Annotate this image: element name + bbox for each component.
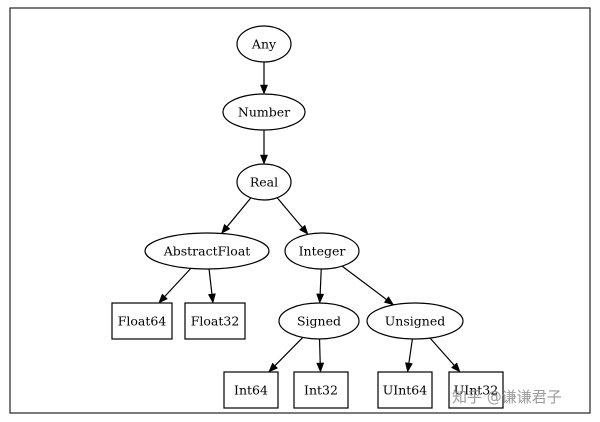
node-int32: Int32 — [293, 371, 349, 409]
node-ellipse — [278, 302, 360, 340]
node-label: Any — [251, 37, 277, 52]
node-box — [184, 302, 246, 340]
edge-line — [319, 268, 322, 295]
arrowhead-icon — [158, 293, 168, 304]
node-ellipse — [236, 25, 292, 63]
node-int64: Int64 — [223, 371, 279, 409]
edge-any-to-number — [260, 62, 268, 95]
edge-line — [408, 338, 413, 364]
edge-integer-to-signed — [316, 268, 325, 304]
node-label: Integer — [299, 244, 346, 259]
edge-line — [208, 268, 213, 295]
node-label: Unsigned — [385, 314, 445, 329]
arrowhead-icon — [299, 224, 309, 235]
edge-unsigned-to-uint32 — [429, 337, 461, 373]
node-box — [293, 371, 349, 409]
edge-line — [276, 197, 303, 228]
node-number: Number — [222, 93, 306, 131]
node-label: UInt32 — [454, 383, 498, 398]
node-box — [377, 371, 433, 409]
arrowhead-icon — [316, 362, 325, 373]
edge-line — [429, 337, 455, 366]
node-label: Int32 — [304, 383, 338, 398]
node-real: Real — [236, 163, 292, 201]
arrowhead-icon — [316, 293, 325, 304]
node-uint32: UInt32 — [448, 371, 504, 409]
node-unsigned: Unsigned — [366, 302, 464, 340]
node-ellipse — [236, 163, 292, 201]
watermark-text: 知乎 @谦谦君子 — [452, 388, 562, 406]
node-label: Signed — [297, 314, 341, 329]
edge-number-to-real — [260, 130, 268, 165]
node-signed: Signed — [278, 302, 360, 340]
node-label: Int64 — [234, 383, 268, 398]
edge-abstractfloat-to-float64 — [158, 267, 192, 304]
node-ellipse — [366, 302, 464, 340]
arrowhead-icon — [405, 362, 413, 373]
node-ellipse — [144, 232, 270, 270]
edges-layer — [158, 62, 461, 373]
node-integer: Integer — [284, 232, 360, 270]
node-label: Real — [250, 175, 278, 190]
node-abstractfloat: AbstractFloat — [144, 232, 270, 270]
node-label: Float64 — [118, 314, 167, 329]
arrowhead-icon — [450, 362, 461, 373]
edge-line — [226, 197, 252, 227]
node-ellipse — [222, 93, 306, 131]
node-box — [223, 371, 279, 409]
node-label: Float32 — [191, 314, 240, 329]
edge-line — [318, 338, 321, 364]
edge-real-to-integer — [276, 197, 309, 235]
arrowhead-icon — [221, 223, 231, 235]
arrowhead-icon — [260, 154, 268, 165]
arrowhead-icon — [207, 293, 216, 304]
node-label: AbstractFloat — [163, 244, 251, 259]
edge-signed-to-int64 — [268, 337, 304, 373]
node-float32: Float32 — [184, 302, 246, 340]
diagram-frame — [9, 7, 591, 414]
arrowhead-icon — [268, 362, 279, 373]
edge-line — [274, 337, 304, 367]
node-float64: Float64 — [111, 302, 173, 340]
node-uint64: UInt64 — [377, 371, 433, 409]
node-box — [111, 302, 173, 340]
edge-unsigned-to-uint64 — [405, 338, 413, 373]
node-any: Any — [236, 25, 292, 63]
edge-line — [164, 267, 192, 297]
edge-abstractfloat-to-float32 — [207, 268, 216, 304]
arrowhead-icon — [383, 296, 395, 306]
node-label: UInt64 — [383, 383, 427, 398]
node-label: Number — [238, 105, 290, 120]
edge-integer-to-unsigned — [341, 265, 395, 306]
edge-line — [341, 265, 387, 300]
node-ellipse — [284, 232, 360, 270]
edge-signed-to-int32 — [316, 338, 325, 373]
node-box — [448, 371, 504, 409]
edge-real-to-abstractfloat — [221, 197, 252, 235]
arrowhead-icon — [260, 84, 268, 95]
